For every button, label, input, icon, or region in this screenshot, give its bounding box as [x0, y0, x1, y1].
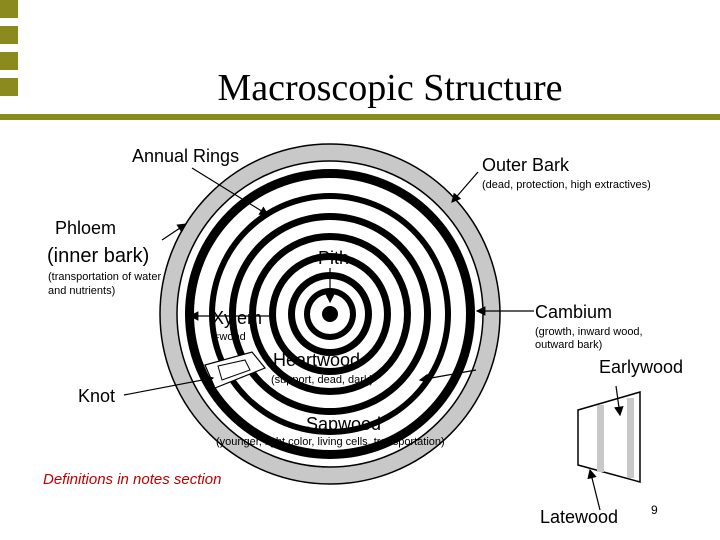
decor-square-1	[0, 0, 18, 18]
label-latewood: Latewood	[540, 507, 619, 527]
label-cambium: Cambium	[535, 302, 613, 322]
decor-square-4	[0, 78, 18, 96]
slide-title: Macroscopic Structure	[217, 67, 563, 109]
footnote-definitions: Definitions in notes section	[43, 471, 222, 488]
label-outer-bark-note: (dead, protection, high extractives)	[482, 179, 651, 191]
label-phloem-note-2: and nutrients)	[48, 285, 116, 297]
decor-square-2	[0, 26, 18, 44]
label-phloem: Phloem	[55, 218, 117, 238]
latewood-band-1	[597, 405, 604, 472]
label-heartwood: Heartwood	[273, 350, 361, 370]
label-xylem: Xylem	[212, 308, 263, 328]
label-outer-bark: Outer Bark	[482, 155, 570, 175]
label-xylem-note: =wood	[213, 331, 246, 343]
latewood-band-2	[627, 398, 634, 478]
decor-square-3	[0, 52, 18, 70]
arrow-annual-rings	[191, 167, 270, 216]
wood-block	[577, 391, 641, 483]
knot-shape	[204, 351, 266, 389]
label-cambium-note-1: (growth, inward wood,	[535, 326, 643, 338]
arrow-outer-bark	[451, 171, 479, 203]
label-phloem-note-1: (transportation of water	[48, 271, 162, 283]
label-sapwood-note: (younger, light color, living cells, tra…	[216, 436, 445, 448]
arrow-latewood	[587, 468, 601, 511]
label-knot: Knot	[78, 386, 116, 406]
title-underline	[0, 114, 720, 120]
arrow-earlywood	[614, 385, 624, 417]
label-heartwood-note: (support, dead, dark)	[271, 374, 374, 386]
label-pith: Pith	[318, 248, 350, 268]
label-cambium-note-2: outward bark)	[535, 339, 603, 351]
trunk-rings	[159, 143, 501, 485]
label-inner-bark: (inner bark)	[47, 245, 150, 267]
pith-dot	[322, 306, 338, 322]
callout-arrows	[123, 167, 624, 511]
page-number: 9	[651, 503, 658, 517]
arrow-knot	[123, 374, 215, 396]
arrow-heartwood	[418, 369, 477, 384]
label-sapwood: Sapwood	[306, 414, 382, 434]
label-earlywood: Earlywood	[599, 357, 684, 377]
label-annual-rings: Annual Rings	[132, 146, 240, 166]
arrow-phloem	[161, 223, 187, 241]
